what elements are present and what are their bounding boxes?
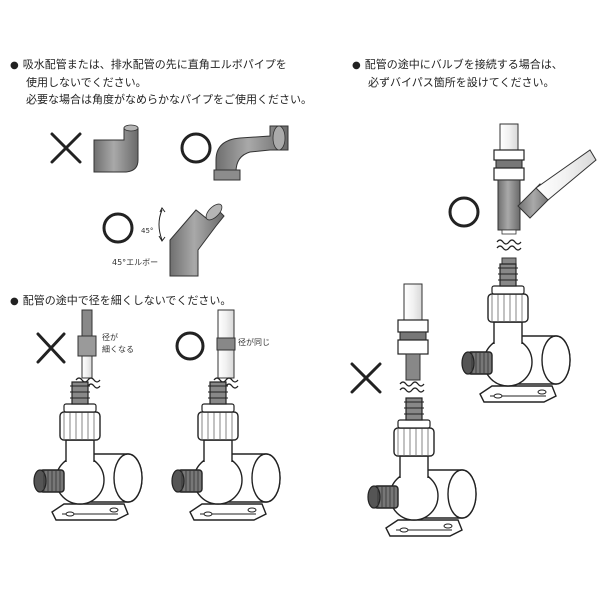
diameter-note-line-1: ●配管の途中で径を細くしないでください。 [10, 294, 232, 307]
diameter-note: ●配管の途中で径を細くしないでください。 [10, 292, 231, 310]
valve-note-line-1: ●配管の途中にバルブを接続する場合は、 [352, 58, 563, 71]
ok-mark [448, 196, 480, 228]
bullet-icon: ● [352, 60, 361, 71]
angle-label: 45° [141, 227, 154, 235]
ng-mark [36, 332, 66, 364]
elbow-note-line-2: 使用しないでください。 [26, 76, 147, 89]
pump-ok-same [171, 381, 281, 521]
elbow-note-line-3: 必要な場合は角度がなめらかなパイプをご使用ください。 [26, 93, 312, 106]
elbow45-label: 45°エルボー [112, 258, 159, 267]
pump-ng-narrowing [33, 381, 143, 521]
narrowing-pipe [77, 309, 97, 379]
same-diameter-label: 径が同じ [238, 338, 270, 347]
bullet-icon: ● [10, 60, 19, 71]
valve-note-line-2: 必ずバイパス箇所を設けてください。 [368, 76, 555, 89]
ng-mark [350, 362, 382, 394]
valve-note: ●配管の途中にバルブを接続する場合は、 必ずバイパス箇所を設けてください。 [352, 56, 563, 91]
elbow-45-pipe [169, 203, 225, 277]
narrowing-label-1: 径が [102, 333, 118, 342]
ok-mark [102, 212, 134, 244]
angle-arc [158, 209, 163, 241]
narrowing-label-2: 細くなる [102, 345, 134, 354]
valve-no-bypass [397, 283, 429, 381]
smooth-bend-pipe [213, 125, 289, 181]
same-diameter-pipe [216, 309, 236, 379]
right-angle-elbow [93, 124, 139, 173]
ok-mark [175, 331, 205, 361]
valve-with-bypass [493, 123, 597, 235]
ng-mark [50, 132, 82, 164]
bullet-icon: ● [10, 296, 19, 307]
elbow-note-line-1: ●吸水配管または、排水配管の先に直角エルボパイプを [10, 58, 287, 71]
pump-ng-valve [367, 397, 477, 537]
ok-mark [180, 132, 212, 164]
elbow-note: ●吸水配管または、排水配管の先に直角エルボパイプを 使用しないでください。 必要… [10, 56, 312, 108]
pump-ok-bypass [461, 263, 571, 403]
